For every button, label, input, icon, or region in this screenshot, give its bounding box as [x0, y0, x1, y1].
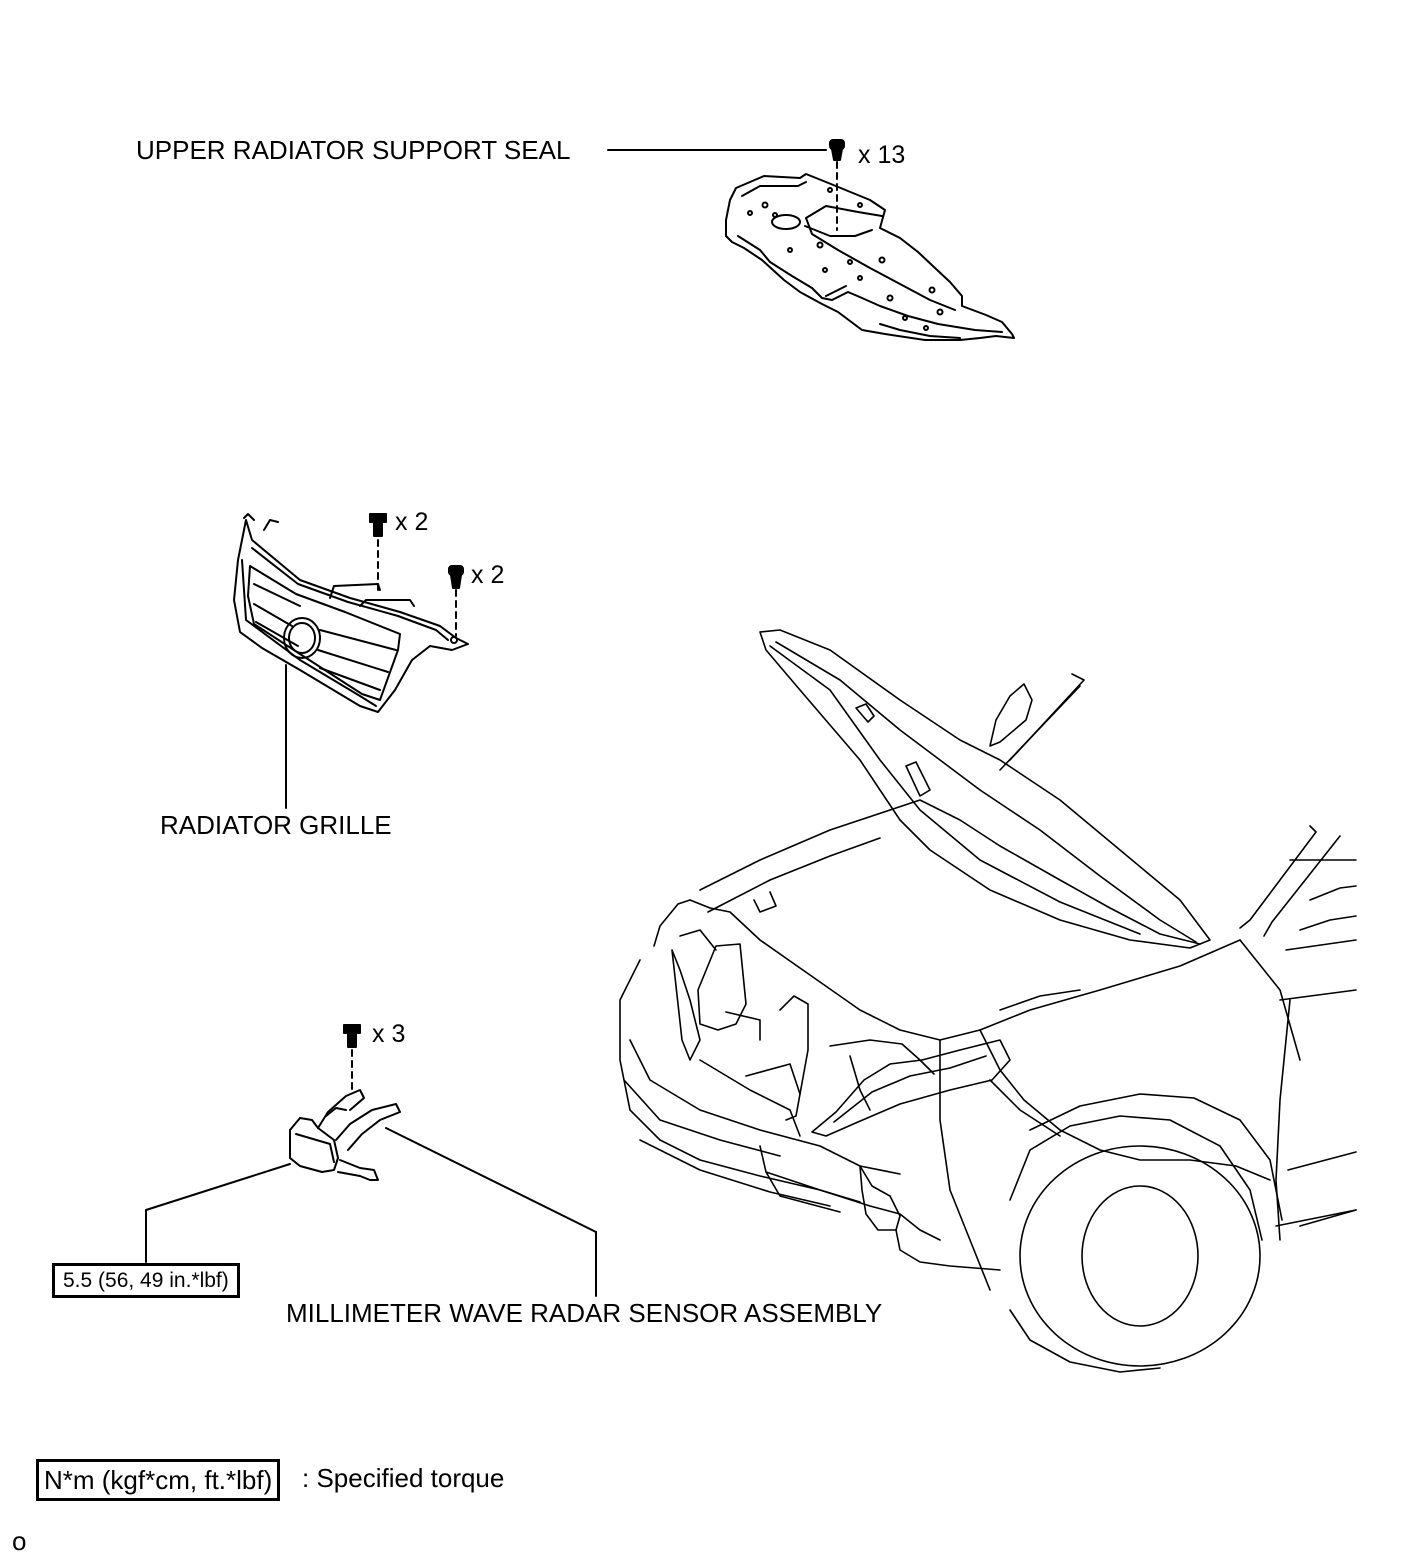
bolt-icon	[369, 513, 387, 537]
qty-grille-bolts: x 2	[395, 508, 429, 536]
bolt-icon	[343, 1024, 361, 1048]
leader-line-radar	[385, 1127, 597, 1233]
figure-id: o	[12, 1526, 27, 1556]
label-radiator-grille: RADIATOR GRILLE	[160, 810, 392, 840]
radiator-grille-part	[233, 513, 469, 713]
torque-spec-box: 5.5 (56, 49 in.*lbf)	[52, 1263, 240, 1298]
legend-description: : Specified torque	[302, 1463, 505, 1493]
label-upper-radiator-support-seal: UPPER RADIATOR SUPPORT SEAL	[136, 135, 571, 165]
millimeter-wave-radar-sensor-part	[289, 1089, 401, 1181]
label-millimeter-wave-radar-sensor: MILLIMETER WAVE RADAR SENSOR ASSEMBLY	[286, 1298, 883, 1328]
upper-radiator-support-seal-part	[725, 173, 1015, 341]
qty-radar-bolts: x 3	[372, 1020, 406, 1048]
clip-icon	[448, 565, 464, 589]
qty-seal-clips: x 13	[858, 141, 906, 169]
vehicle-illustration	[619, 629, 1357, 1373]
qty-grille-clips: x 2	[471, 561, 505, 589]
legend-torque-unit-box: N*m (kgf*cm, ft.*lbf)	[36, 1459, 281, 1501]
clip-icon	[829, 139, 845, 161]
leader-line-radar-torque	[145, 1163, 291, 1263]
